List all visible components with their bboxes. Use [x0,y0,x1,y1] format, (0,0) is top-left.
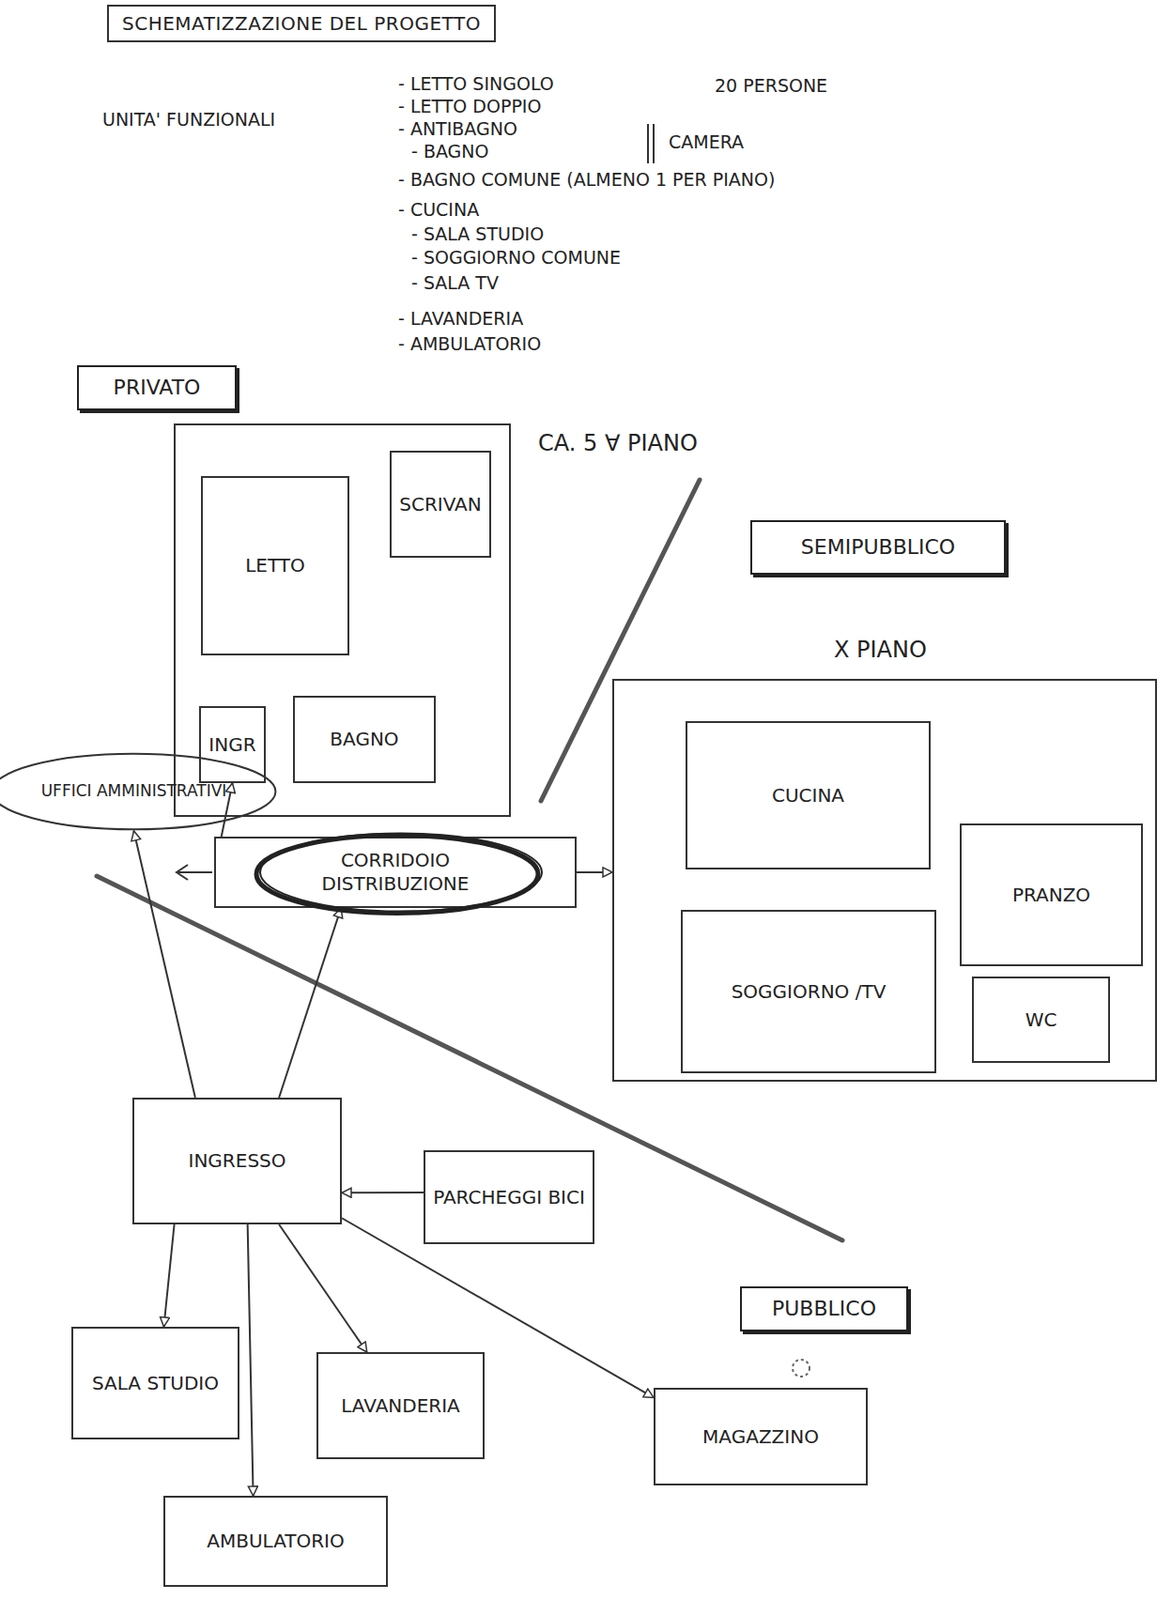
list-label: CAMERA [668,131,744,153]
zone-heading: X PIANO [833,635,927,664]
flow-arrow [278,1224,368,1353]
room-outline: CA. 5 ∀ PIANOLETTOSCRIVANINGRBAGNO [173,423,511,818]
arrow-head [176,864,188,880]
ring-stroke [260,833,542,912]
list-label: - SALA STUDIO [411,223,544,245]
list-label: UNITA' FUNZIONALI [102,108,276,130]
list-label: - BAGNO COMUNE (ALMENO 1 PER PIANO) [398,169,775,190]
list-label: - LAVANDERIA [398,308,524,329]
list-label: - CUCINA [398,199,479,220]
space-box: LAVANDERIA [316,1352,485,1460]
list-label: - LETTO DOPPIO [398,95,541,117]
node-text: SALA STUDIO [92,1372,219,1396]
diagram-title: SCHEMATIZZAZIONE DEL PROGETTO [107,4,496,43]
flow-arrow [278,908,341,1098]
space-box: PRANZO [959,823,1143,967]
node-text: SOGGIORNO /TV [731,980,887,1004]
list-label: - SOGGIORNO COMUNE [411,246,621,268]
list-label: - SALA TV [411,272,499,293]
space-box: PARCHEGGI BICI [423,1150,595,1245]
space-box: MAGAZZINO [653,1387,868,1486]
dashed-dot [792,1359,810,1377]
node-text: PRIVATO [113,374,201,401]
floor-outline: X PIANOCUCINAPRANZOSOGGIORNO /TVWC [612,678,1157,1082]
node-text: MAGAZZINO [702,1425,819,1450]
node-text: PUBBLICO [771,1295,877,1323]
node-text: LAVANDERIA [340,1394,461,1419]
zone-heading: CA. 5 ∀ PIANO [538,429,698,458]
list-label: - LETTO SINGOLO [398,73,555,94]
node-text: LETTO [245,554,306,578]
zone-divider [96,876,843,1241]
flow-arrow [341,1191,424,1194]
room-part: BAGNO [293,695,436,784]
node-text: PRANZO [1012,883,1091,908]
zone-tag: SEMIPUBBLICO [750,520,1006,575]
flow-arrow [247,1224,254,1496]
node-text: CORRIDOIO DISTRIBUZIONE [301,848,490,896]
node-text: AMBULATORIO [206,1529,345,1554]
corridor-arrow-left [176,871,213,874]
node-text: PARCHEGGI BICI [432,1186,586,1210]
bracket-line [647,123,649,164]
list-label: - ANTIBAGNO [398,118,518,139]
list-label: - AMBULATORIO [398,333,541,355]
node-text: SCRIVAN [399,493,482,517]
space-box: WC [971,976,1111,1064]
bracket-line [652,123,655,164]
room-part: SCRIVAN [389,450,492,558]
list-label: - BAGNO [411,140,490,162]
office-ellipse: UFFICI AMMINISTRATIVI [0,752,279,832]
room-part: LETTO [200,476,350,656]
flow-arrow [134,831,196,1098]
flow-arrow [341,1218,654,1398]
zone-tag: PUBBLICO [740,1286,909,1332]
corridor-box: CORRIDOIO DISTRIBUZIONE [214,836,577,909]
space-box: INGRESSO [132,1097,342,1225]
node-text: INGRESSO [187,1149,286,1173]
space-box: CUCINA [685,721,931,870]
space-box: AMBULATORIO [163,1495,388,1588]
node-text: INGR [208,733,256,757]
flow-arrow [576,871,613,874]
node-text: UFFICI AMMINISTRATIVI [41,781,228,802]
space-box: SOGGIORNO /TV [680,909,937,1074]
list-label: 20 PERSONE [714,75,828,96]
node-text: BAGNO [329,727,399,752]
flow-arrow [163,1224,174,1327]
zone-divider [540,479,700,802]
ellipse-shape [0,754,277,831]
zone-tag: PRIVATO [77,365,237,411]
node-text: CUCINA [771,784,845,808]
node-text: WC [1025,1008,1058,1033]
node-text: SEMIPUBBLICO [801,534,956,561]
space-box: SALA STUDIO [71,1326,240,1440]
